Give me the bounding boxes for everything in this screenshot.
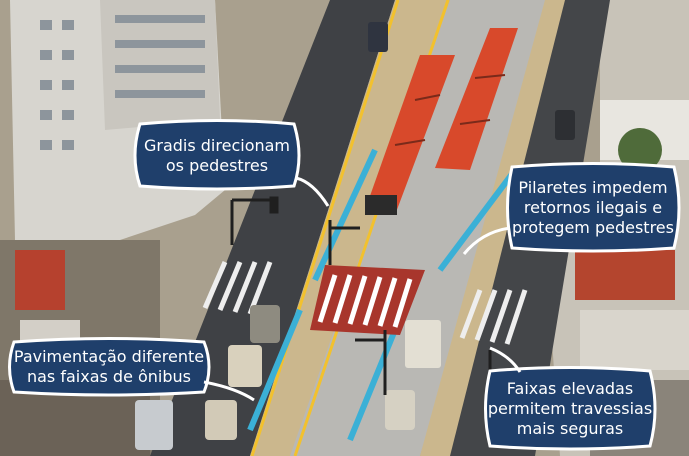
callout-gradis: Gradis direcionam os pedestres [128, 119, 330, 207]
callout-pilaretes-line-2: retornos ilegais e [523, 198, 663, 217]
callout-pilaretes-line-3: protegem pedestres [512, 218, 674, 237]
callout-pavimentacao-line-1: Pavimentação diferente [13, 347, 205, 366]
blue-railing-right [437, 168, 518, 272]
bus-left [365, 55, 455, 215]
left-traffic-lanes [150, 0, 395, 456]
blue-railing-left [312, 148, 378, 282]
callout-faixas-line-1: Faixas elevadas [506, 379, 634, 398]
callout-pilaretes: Pilaretes impedem retornos ilegais e pro… [462, 162, 684, 255]
crosswalk-stripes [317, 274, 413, 328]
callout-pavimentacao-line-2: nas faixas de ônibus [26, 367, 192, 386]
callout-gradis-shape [133, 119, 330, 207]
right-median [420, 0, 565, 456]
right-crosswalk-stripes [459, 289, 528, 345]
callout-pavimentacao: Pavimentação diferente nas faixas de ôni… [4, 337, 255, 402]
callout-pilaretes-shape [462, 162, 681, 255]
callout-pilaretes-line-1: Pilaretes impedem [518, 178, 668, 197]
callout-gradis-line-1: Gradis direcionam [143, 136, 291, 155]
bus-right [435, 28, 518, 170]
building-windows [40, 15, 205, 150]
car [368, 22, 388, 52]
callout-faixas-line-3: mais seguras [516, 419, 624, 438]
callout-faixas-shape [484, 346, 657, 451]
callout-faixas: Faixas elevadas permitem travessias mais… [480, 346, 660, 452]
callout-pavimentacao-shape [8, 337, 255, 402]
callout-gradis-line-2: os pedestres [165, 156, 269, 175]
callout-faixas-line-2: permitem travessias [487, 399, 653, 418]
